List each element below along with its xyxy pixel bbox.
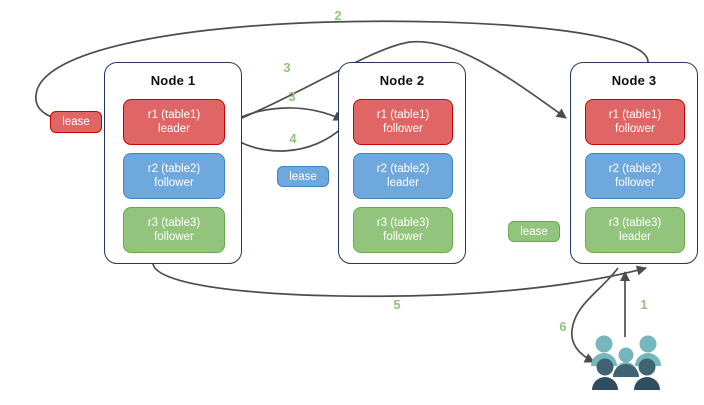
edge-label-1: 1 xyxy=(640,297,648,312)
replica-role: leader xyxy=(158,123,190,135)
edge-label-2: 2 xyxy=(334,8,342,23)
replica-role: follower xyxy=(383,123,423,135)
node-container-3: Node 3 r1 (table1) follower r2 (table2) … xyxy=(570,62,698,264)
replica-role: leader xyxy=(619,231,651,243)
replica-n1-r2[interactable]: r2 (table2) follower xyxy=(123,153,225,199)
replica-name: r2 (table2) xyxy=(376,163,430,175)
node-container-1: Node 1 r1 (table1) leader r2 (table2) fo… xyxy=(104,62,242,264)
replica-role: follower xyxy=(615,123,655,135)
edge-5-node1-to-node3 xyxy=(152,263,647,298)
replica-name: r1 (table1) xyxy=(376,109,430,121)
replica-role: follower xyxy=(154,177,194,189)
replica-n2-r1[interactable]: r1 (table1) follower xyxy=(353,99,453,145)
replica-name: r3 (table3) xyxy=(608,217,662,229)
node-title: Node 1 xyxy=(150,73,196,88)
replica-name: r3 (table3) xyxy=(376,217,430,229)
replica-n2-r2[interactable]: r2 (table2) leader xyxy=(353,153,453,199)
replica-role: follower xyxy=(154,231,194,243)
edge-label-3-lower: 3 xyxy=(288,89,296,104)
edge-label-6: 6 xyxy=(559,319,567,334)
replica-name: r2 (table2) xyxy=(147,163,201,175)
replica-name: r2 (table2) xyxy=(608,163,662,175)
replica-role: leader xyxy=(387,177,419,189)
node-title: Node 3 xyxy=(611,73,657,88)
lease-badge-green[interactable]: lease xyxy=(508,221,560,242)
replica-n1-r1[interactable]: r1 (table1) leader xyxy=(123,99,225,145)
replica-name: r1 (table1) xyxy=(608,109,662,121)
edge-label-5: 5 xyxy=(393,297,401,312)
replica-role: follower xyxy=(383,231,423,243)
node-container-2: Node 2 r1 (table1) follower r2 (table2) … xyxy=(338,62,466,264)
replica-role: follower xyxy=(615,177,655,189)
replica-n3-r1[interactable]: r1 (table1) follower xyxy=(585,99,685,145)
replica-n3-r3[interactable]: r3 (table3) leader xyxy=(585,207,685,253)
lease-badge-red[interactable]: lease xyxy=(50,111,102,133)
lease-badge-blue[interactable]: lease xyxy=(277,166,329,187)
edge-label-4: 4 xyxy=(289,131,297,146)
replica-name: r3 (table3) xyxy=(147,217,201,229)
node-title: Node 2 xyxy=(379,73,425,88)
replica-name: r1 (table1) xyxy=(147,109,201,121)
users-icon xyxy=(591,335,661,390)
replica-n1-r3[interactable]: r3 (table3) follower xyxy=(123,207,225,253)
edge-label-3-upper: 3 xyxy=(283,60,291,75)
replica-n2-r3[interactable]: r3 (table3) follower xyxy=(353,207,453,253)
replica-n3-r2[interactable]: r2 (table2) follower xyxy=(585,153,685,199)
